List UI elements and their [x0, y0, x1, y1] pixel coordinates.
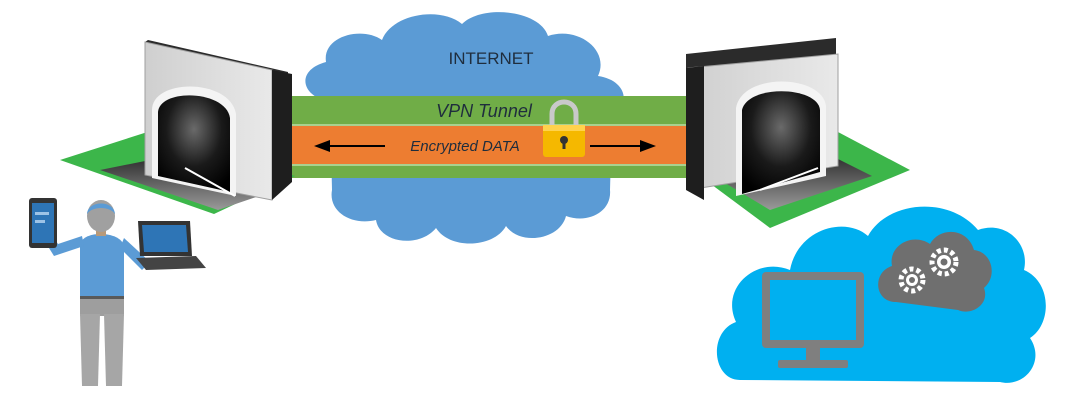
tablet-icon — [29, 198, 57, 248]
left-tunnel-entrance-icon — [60, 40, 295, 214]
right-tunnel-entrance-icon — [686, 38, 910, 228]
encrypted-data-label: Encrypted DATA — [410, 138, 519, 155]
right-arrow-icon — [590, 140, 656, 152]
internet-label: INTERNET — [449, 49, 534, 68]
vpn-tunnel-label: VPN Tunnel — [436, 101, 533, 121]
laptop-icon — [136, 221, 206, 270]
gears-icon — [878, 231, 992, 312]
padlock-icon — [543, 99, 585, 157]
person-icon — [44, 200, 150, 386]
left-arrow-icon — [314, 140, 385, 152]
monitor-icon — [762, 272, 864, 368]
